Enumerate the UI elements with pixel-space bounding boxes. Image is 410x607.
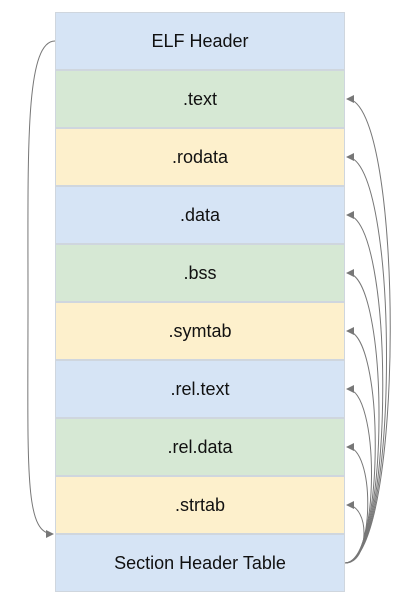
section-strtab: .strtab — [55, 476, 345, 534]
section-rodata: .rodata — [55, 128, 345, 186]
section-label: Section Header Table — [114, 552, 286, 573]
sht-to-rodata-arrow — [344, 153, 387, 564]
sht-to-symtab-arrow — [344, 327, 376, 564]
section-text: .text — [55, 70, 345, 128]
section-label: .rel.text — [170, 378, 230, 399]
section-label: .data — [179, 204, 221, 225]
sht-to-rel-text-arrow — [344, 385, 372, 564]
section-rel-text: .rel.text — [55, 360, 345, 418]
sht-to-bss-arrow — [344, 269, 380, 564]
sht-to-text-arrow — [344, 95, 391, 564]
sht-to-data-arrow — [344, 211, 384, 564]
section-label: .bss — [183, 262, 217, 283]
section-bss: .bss — [55, 244, 345, 302]
elf-header-to-sht-arrow — [27, 40, 56, 538]
section-label: .text — [182, 88, 217, 109]
section-symtab: .symtab — [55, 302, 345, 360]
section-label: .rodata — [171, 146, 229, 167]
section-label: ELF Header — [151, 30, 249, 51]
section-rel-data: .rel.data — [55, 418, 345, 476]
section-elf-header: ELF Header — [55, 12, 345, 70]
section-data: .data — [55, 186, 345, 244]
section-label: .rel.data — [167, 436, 233, 457]
section-label: .symtab — [168, 320, 232, 341]
section-section-header-table: Section Header Table — [55, 534, 345, 592]
section-label: .strtab — [174, 494, 226, 515]
sht-to-rel-data-arrow — [344, 443, 369, 564]
sht-to-strtab-arrow — [344, 501, 365, 564]
